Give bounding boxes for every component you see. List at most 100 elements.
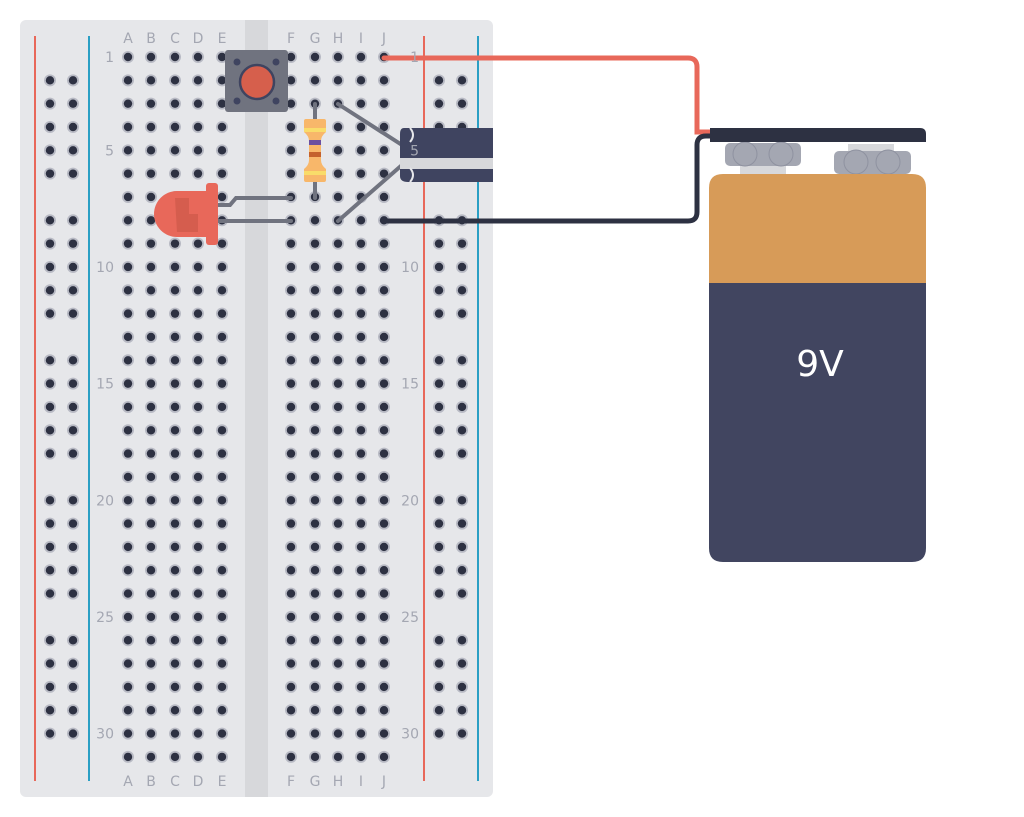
breadboard-hole[interactable] bbox=[285, 447, 297, 460]
breadboard-hole[interactable] bbox=[122, 610, 134, 623]
breadboard-hole[interactable] bbox=[355, 564, 367, 577]
breadboard-hole[interactable] bbox=[378, 144, 390, 157]
breadboard-hole[interactable] bbox=[169, 470, 181, 483]
breadboard-hole[interactable] bbox=[378, 377, 390, 390]
breadboard-hole[interactable] bbox=[309, 657, 321, 670]
breadboard-hole[interactable] bbox=[309, 727, 321, 740]
rail-hole[interactable] bbox=[456, 540, 468, 553]
breadboard-hole[interactable] bbox=[332, 657, 344, 670]
breadboard-hole[interactable] bbox=[285, 564, 297, 577]
rail-hole[interactable] bbox=[456, 284, 468, 297]
rail-hole[interactable] bbox=[67, 97, 79, 110]
breadboard-hole[interactable] bbox=[355, 494, 367, 507]
breadboard-hole[interactable] bbox=[309, 260, 321, 273]
breadboard-hole[interactable] bbox=[122, 307, 134, 320]
rail-hole[interactable] bbox=[433, 704, 445, 717]
breadboard-hole[interactable] bbox=[145, 74, 157, 87]
breadboard-hole[interactable] bbox=[169, 97, 181, 110]
rail-hole[interactable] bbox=[44, 634, 56, 647]
breadboard-hole[interactable] bbox=[285, 354, 297, 367]
breadboard-hole[interactable] bbox=[192, 750, 204, 763]
rail-hole[interactable] bbox=[433, 634, 445, 647]
rail-hole[interactable] bbox=[456, 727, 468, 740]
breadboard-hole[interactable] bbox=[192, 330, 204, 343]
breadboard-hole[interactable] bbox=[169, 564, 181, 577]
rail-hole[interactable] bbox=[433, 284, 445, 297]
breadboard-hole[interactable] bbox=[355, 540, 367, 553]
breadboard-hole[interactable] bbox=[355, 377, 367, 390]
breadboard-hole[interactable] bbox=[285, 657, 297, 670]
breadboard-hole[interactable] bbox=[285, 167, 297, 180]
rail-hole[interactable] bbox=[44, 494, 56, 507]
rail-hole[interactable] bbox=[433, 260, 445, 273]
breadboard-hole[interactable] bbox=[145, 750, 157, 763]
breadboard-hole[interactable] bbox=[309, 354, 321, 367]
breadboard-hole[interactable] bbox=[285, 400, 297, 413]
breadboard-hole[interactable] bbox=[216, 587, 228, 600]
breadboard-hole[interactable] bbox=[285, 144, 297, 157]
breadboard-hole[interactable] bbox=[355, 657, 367, 670]
breadboard-hole[interactable] bbox=[378, 494, 390, 507]
rail-hole[interactable] bbox=[67, 727, 79, 740]
breadboard-hole[interactable] bbox=[216, 330, 228, 343]
breadboard-hole[interactable] bbox=[169, 284, 181, 297]
breadboard-hole[interactable] bbox=[122, 330, 134, 343]
breadboard-hole[interactable] bbox=[332, 680, 344, 693]
breadboard-hole[interactable] bbox=[216, 540, 228, 553]
breadboard-hole[interactable] bbox=[169, 494, 181, 507]
breadboard-hole[interactable] bbox=[169, 400, 181, 413]
rail-hole[interactable] bbox=[67, 634, 79, 647]
rail-hole[interactable] bbox=[433, 587, 445, 600]
breadboard-hole[interactable] bbox=[122, 704, 134, 717]
breadboard-hole[interactable] bbox=[332, 424, 344, 437]
breadboard-hole[interactable] bbox=[216, 517, 228, 530]
breadboard-hole[interactable] bbox=[285, 634, 297, 647]
breadboard-hole[interactable] bbox=[355, 610, 367, 623]
rail-hole[interactable] bbox=[67, 424, 79, 437]
breadboard-hole[interactable] bbox=[378, 540, 390, 553]
breadboard-hole[interactable] bbox=[285, 377, 297, 390]
breadboard-hole[interactable] bbox=[122, 214, 134, 227]
breadboard-hole[interactable] bbox=[122, 680, 134, 693]
breadboard-hole[interactable] bbox=[355, 144, 367, 157]
breadboard-hole[interactable] bbox=[309, 74, 321, 87]
breadboard-hole[interactable] bbox=[309, 237, 321, 250]
breadboard-hole[interactable] bbox=[355, 214, 367, 227]
breadboard-hole[interactable] bbox=[309, 564, 321, 577]
rail-hole[interactable] bbox=[67, 540, 79, 553]
breadboard-hole[interactable] bbox=[122, 284, 134, 297]
resistor[interactable] bbox=[304, 102, 326, 200]
rail-hole[interactable] bbox=[433, 307, 445, 320]
breadboard-hole[interactable] bbox=[309, 494, 321, 507]
breadboard-hole[interactable] bbox=[122, 517, 134, 530]
breadboard-hole[interactable] bbox=[309, 634, 321, 647]
breadboard-hole[interactable] bbox=[355, 354, 367, 367]
breadboard-hole[interactable] bbox=[216, 680, 228, 693]
breadboard-hole[interactable] bbox=[332, 517, 344, 530]
breadboard-hole[interactable] bbox=[378, 190, 390, 203]
rail-hole[interactable] bbox=[44, 400, 56, 413]
breadboard-hole[interactable] bbox=[192, 517, 204, 530]
breadboard-hole[interactable] bbox=[355, 260, 367, 273]
breadboard-hole[interactable] bbox=[145, 727, 157, 740]
breadboard-hole[interactable] bbox=[216, 610, 228, 623]
breadboard-hole[interactable] bbox=[169, 167, 181, 180]
rail-hole[interactable] bbox=[67, 307, 79, 320]
breadboard-hole[interactable] bbox=[145, 214, 157, 227]
rail-hole[interactable] bbox=[433, 424, 445, 437]
rail-hole[interactable] bbox=[67, 447, 79, 460]
breadboard-hole[interactable] bbox=[145, 634, 157, 647]
breadboard-hole[interactable] bbox=[145, 680, 157, 693]
breadboard-hole[interactable] bbox=[192, 377, 204, 390]
breadboard-hole[interactable] bbox=[285, 307, 297, 320]
breadboard-hole[interactable] bbox=[122, 190, 134, 203]
positive-wire[interactable] bbox=[381, 55, 715, 135]
breadboard-hole[interactable] bbox=[378, 400, 390, 413]
breadboard-hole[interactable] bbox=[169, 424, 181, 437]
breadboard-hole[interactable] bbox=[216, 260, 228, 273]
breadboard-hole[interactable] bbox=[122, 167, 134, 180]
breadboard-hole[interactable] bbox=[122, 634, 134, 647]
breadboard-hole[interactable] bbox=[122, 377, 134, 390]
breadboard-hole[interactable] bbox=[378, 284, 390, 297]
rail-hole[interactable] bbox=[44, 237, 56, 250]
